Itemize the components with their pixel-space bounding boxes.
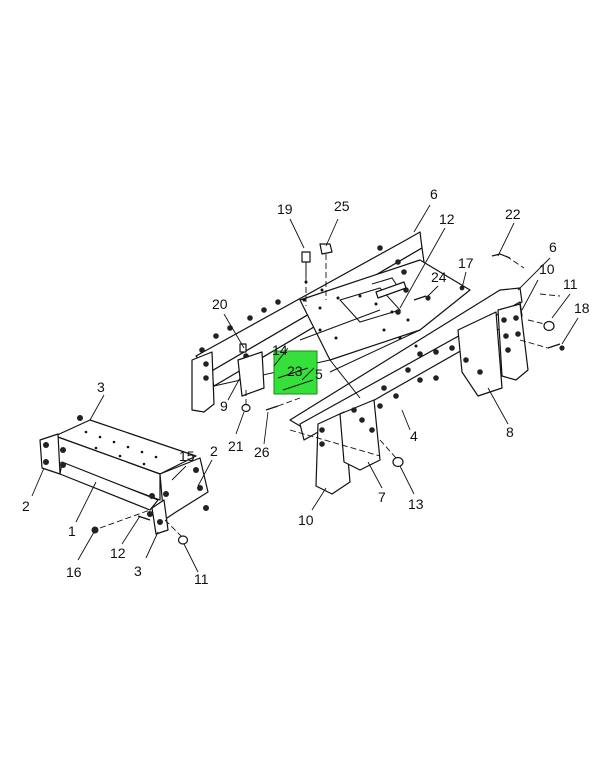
callout-23: 23: [287, 363, 303, 379]
callout-18: 18: [574, 300, 590, 316]
callout-8: 8: [506, 424, 514, 440]
callout-9: 9: [220, 398, 228, 414]
callout-6: 6: [430, 186, 438, 202]
main-frame-assembly: [191, 231, 565, 495]
callout-22: 22: [505, 206, 521, 222]
callout-24: 24: [431, 269, 447, 285]
callout-16: 16: [66, 564, 82, 580]
callout-14: 14: [272, 342, 288, 358]
callout-3: 3: [97, 379, 105, 395]
callout-10: 10: [539, 261, 555, 277]
callout-25: 25: [334, 198, 350, 214]
callout-7: 7: [378, 489, 386, 505]
left-crossmember-assembly: [39, 415, 209, 545]
callout-5: 5: [315, 366, 323, 382]
callout-20: 20: [212, 296, 228, 312]
callout-13: 13: [408, 496, 424, 512]
callout-6: 6: [549, 239, 557, 255]
callout-1: 1: [68, 523, 76, 539]
callout-26: 26: [254, 444, 270, 460]
callout-15: 15: [179, 448, 195, 464]
callout-10: 10: [298, 512, 314, 528]
callout-2: 2: [210, 443, 218, 459]
callout-2: 2: [22, 498, 30, 514]
callout-3: 3: [134, 563, 142, 579]
highlight-part-23[interactable]: [273, 350, 318, 395]
callout-12: 12: [439, 211, 455, 227]
callout-12: 12: [110, 545, 126, 561]
callout-17: 17: [458, 255, 474, 271]
leader-lines: [31, 204, 579, 573]
callout-21: 21: [228, 438, 244, 454]
callout-19: 19: [277, 201, 293, 217]
callout-4: 4: [410, 428, 418, 444]
callout-labels: 19 25 6 12 22 6 10 11 18 17 24 20 14 23 …: [22, 186, 590, 587]
callout-11: 11: [194, 571, 209, 587]
callout-11: 11: [563, 276, 578, 292]
